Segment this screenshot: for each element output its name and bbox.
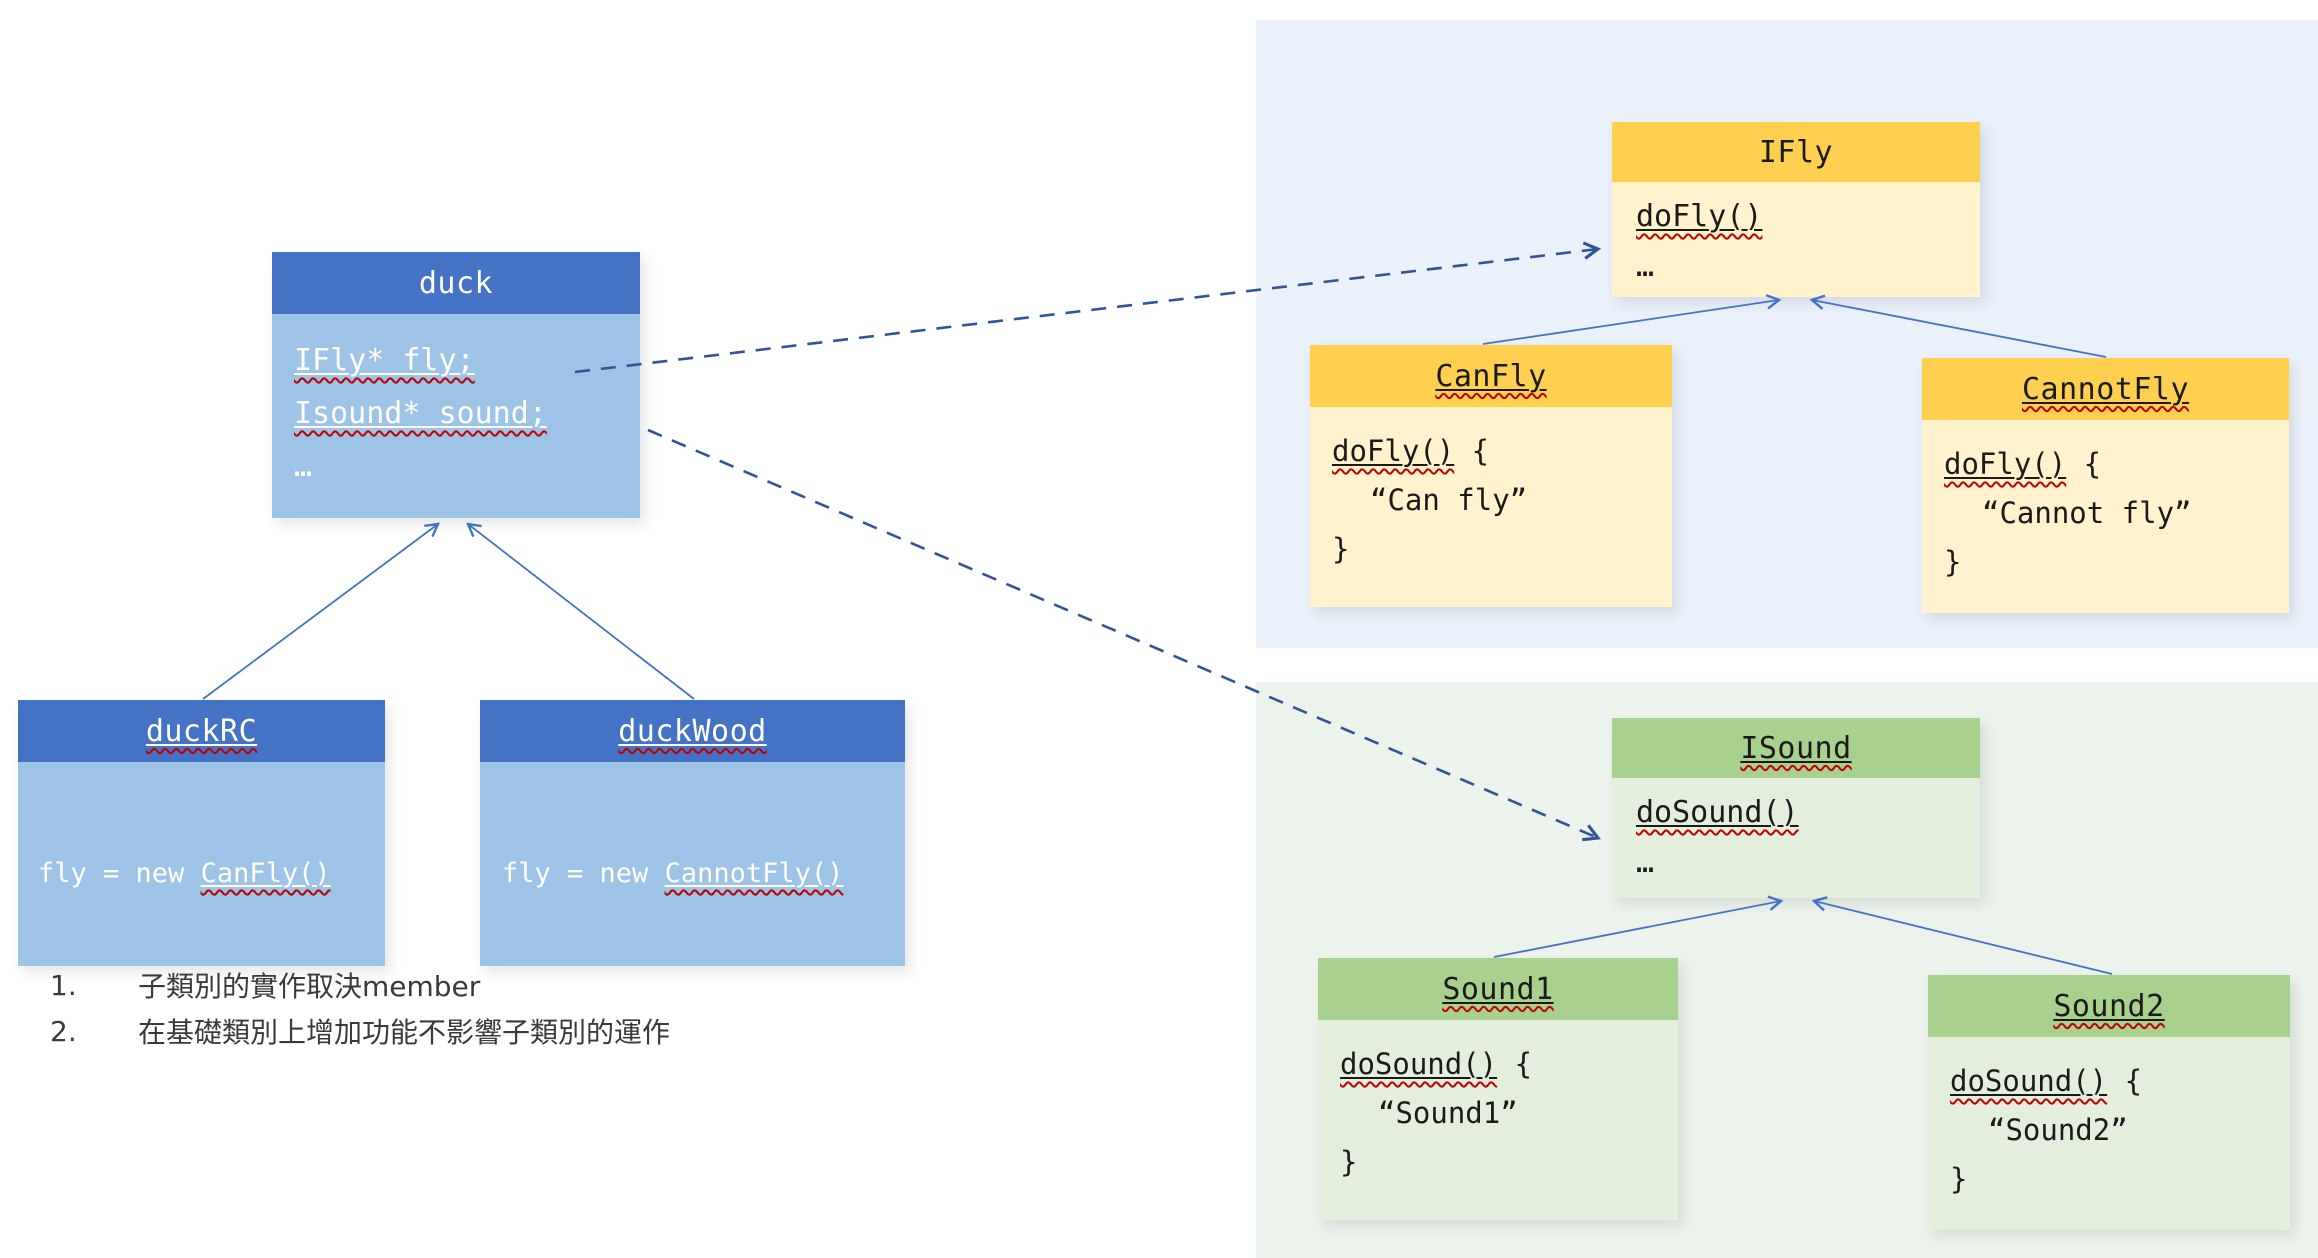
- ifly-method: doFly(): [1636, 199, 1763, 234]
- class-box-duckwood: duckWood fly = new CannotFly(): [480, 700, 905, 966]
- class-title-duckwood: duckWood: [480, 700, 905, 762]
- inheritance-arrow-duckrc-duck: [202, 522, 440, 700]
- class-title-duckrc: duckRC: [18, 700, 385, 762]
- sound1-quote: “Sound1”: [1378, 1096, 1518, 1130]
- class-title-ifly-label: IFly: [1758, 134, 1834, 170]
- class-body-duckrc: fly = new CanFly(): [18, 762, 385, 966]
- cannotfly-method-sig: doFly() {: [1944, 447, 2102, 481]
- class-body-canfly: doFly() { “Can fly” }: [1310, 407, 1672, 607]
- class-box-duck: duck IFly* fly; Isound* sound; …: [272, 252, 640, 518]
- class-title-cannotfly: CannotFly: [1922, 358, 2289, 420]
- sound1-close-brace: }: [1340, 1145, 1358, 1179]
- class-title-duck-label: duck: [418, 265, 494, 301]
- duck-member-sound: Isound* sound;: [294, 396, 547, 431]
- sound2-method-sig: doSound() {: [1950, 1064, 2143, 1098]
- class-title-duckwood-label: duckWood: [618, 713, 767, 749]
- class-box-sound1: Sound1 doSound() { “Sound1” }: [1318, 958, 1678, 1220]
- class-body-ifly: doFly() …: [1612, 182, 1980, 297]
- notes-list: 1. 子類別的實作取決member 2. 在基礎類別上增加功能不影響子類別的運作: [50, 962, 1030, 1054]
- class-box-isound: ISound doSound() …: [1612, 718, 1980, 898]
- inheritance-arrow-duckwood-duck: [466, 522, 695, 700]
- note-1-number: 1.: [50, 968, 77, 1002]
- class-body-sound1: doSound() { “Sound1” }: [1318, 1020, 1678, 1220]
- class-body-duck: IFly* fly; Isound* sound; …: [272, 314, 640, 518]
- cannotfly-close-brace: }: [1944, 545, 1962, 579]
- class-box-ifly: IFly doFly() …: [1612, 122, 1980, 297]
- class-box-duckrc: duckRC fly = new CanFly(): [18, 700, 385, 966]
- isound-method: doSound(): [1636, 795, 1799, 830]
- isound-ellipsis: …: [1636, 845, 1655, 880]
- class-title-sound1: Sound1: [1318, 958, 1678, 1020]
- class-title-canfly: CanFly: [1310, 345, 1672, 407]
- class-body-sound2: doSound() { “Sound2” }: [1928, 1037, 2290, 1230]
- duckwood-assignment: fly = new CannotFly(): [502, 858, 844, 889]
- class-title-sound1-label: Sound1: [1442, 971, 1554, 1007]
- class-title-canfly-label: CanFly: [1435, 358, 1547, 394]
- class-body-duckwood: fly = new CannotFly(): [480, 762, 905, 966]
- note-item-1: 1. 子類別的實作取決member: [50, 962, 1030, 1008]
- duck-member-fly: IFly* fly;: [294, 343, 475, 378]
- ifly-ellipsis: …: [1636, 249, 1655, 284]
- class-box-sound2: Sound2 doSound() { “Sound2” }: [1928, 975, 2290, 1230]
- note-1-text: 子類別的實作取決member: [138, 970, 481, 1003]
- class-title-duck: duck: [272, 252, 640, 314]
- class-box-cannotfly: CannotFly doFly() { “Cannot fly” }: [1922, 358, 2289, 613]
- class-body-cannotfly: doFly() { “Cannot fly” }: [1922, 420, 2289, 613]
- sound2-quote: “Sound2”: [1988, 1113, 2128, 1147]
- class-title-cannotfly-label: CannotFly: [2021, 371, 2190, 407]
- class-title-isound: ISound: [1612, 718, 1980, 778]
- canfly-quote: “Can fly”: [1370, 483, 1528, 517]
- class-title-ifly: IFly: [1612, 122, 1980, 182]
- class-title-sound2-label: Sound2: [2053, 988, 2165, 1024]
- duck-ellipsis: …: [294, 449, 313, 484]
- sound2-close-brace: }: [1950, 1162, 1968, 1196]
- sound1-method-sig: doSound() {: [1340, 1047, 1533, 1081]
- class-body-isound: doSound() …: [1612, 778, 1980, 898]
- duckrc-assignment: fly = new CanFly(): [38, 858, 331, 889]
- class-box-canfly: CanFly doFly() { “Can fly” }: [1310, 345, 1672, 607]
- note-2-number: 2.: [50, 1014, 77, 1048]
- note-item-2: 2. 在基礎類別上增加功能不影響子類別的運作: [50, 1008, 1030, 1054]
- cannotfly-quote: “Cannot fly”: [1982, 496, 2192, 530]
- note-2-text: 在基礎類別上增加功能不影響子類別的運作: [138, 1016, 671, 1049]
- class-title-sound2: Sound2: [1928, 975, 2290, 1037]
- class-title-isound-label: ISound: [1740, 730, 1852, 766]
- canfly-close-brace: }: [1332, 532, 1350, 566]
- canfly-method-sig: doFly() {: [1332, 434, 1490, 468]
- class-title-duckrc-label: duckRC: [145, 713, 258, 749]
